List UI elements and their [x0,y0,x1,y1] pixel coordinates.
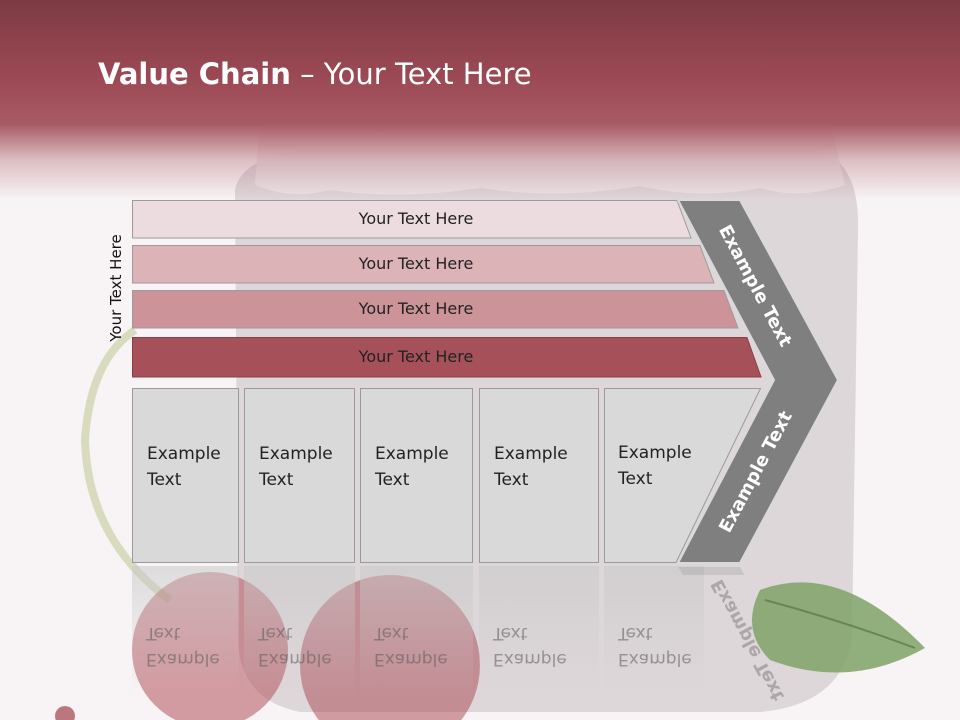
row-3[interactable]: Your Text Here [132,290,744,329]
row-4-label: Your Text Here [358,347,474,366]
header-band [0,0,960,200]
chevron-reflection [678,567,745,575]
row-1[interactable]: Your Text Here [132,200,702,239]
chevron-arrow[interactable] [660,195,850,575]
chevron-shape [676,199,840,564]
side-label: Your Text Here [107,234,125,342]
row-1-shape [132,200,692,239]
row-2-shape [132,245,715,284]
row-4-shape [132,337,762,378]
row-3-label: Your Text Here [358,299,474,318]
slide-title-bold: Value Chain [98,57,291,91]
row-1-label: Your Text Here [358,209,474,228]
row-4[interactable]: Your Text Here [132,337,767,378]
slide-title: Value Chain – Your Text Here [98,56,532,92]
column-5-shape [604,388,761,563]
row-2[interactable]: Your Text Here [132,245,722,284]
row-2-label: Your Text Here [358,254,474,273]
slide-title-rest: – Your Text Here [290,57,532,91]
row-3-shape [132,290,739,329]
